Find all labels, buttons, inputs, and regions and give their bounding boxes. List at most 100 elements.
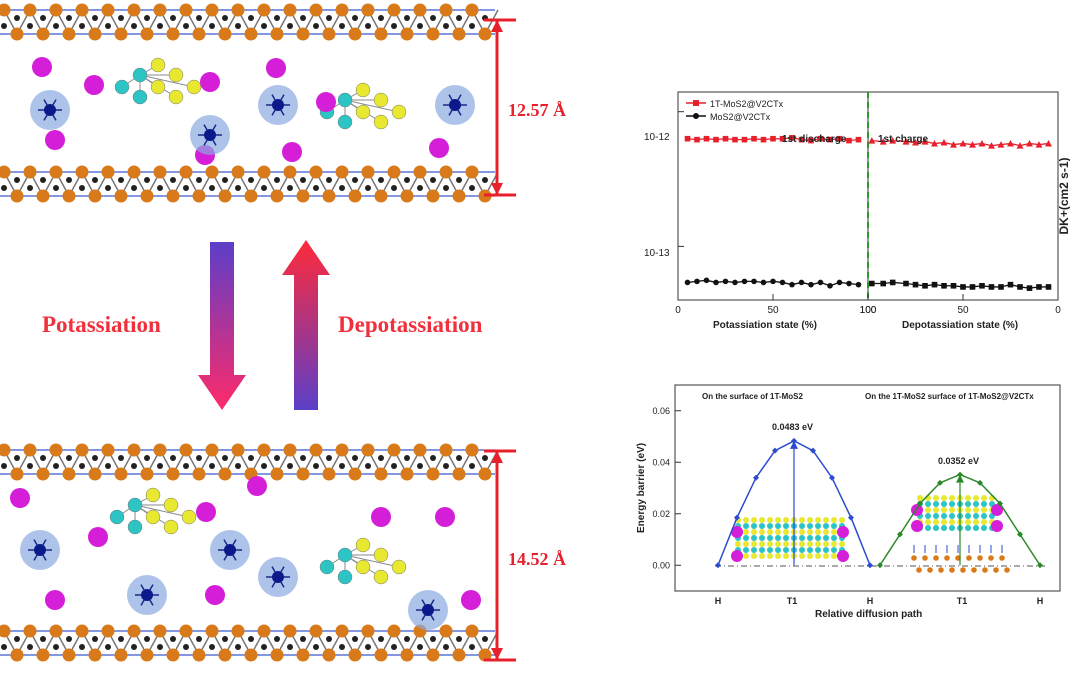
v-atom: [309, 3, 323, 17]
x-tick-label-1-0: 100: [860, 305, 877, 316]
v-atom: [0, 165, 11, 179]
s-atom: [168, 89, 184, 105]
v-atom: [478, 467, 492, 481]
v-atom: [361, 3, 375, 17]
mo-atom: [941, 525, 947, 531]
depotassiation-label: Depotassiation: [338, 312, 483, 337]
c-atom: [66, 455, 72, 461]
solvated-complex-8: [258, 557, 298, 597]
barrier-point-1-2: [917, 500, 923, 507]
data-point-0-0-1: [694, 136, 700, 143]
data-point-1-1-4: [912, 281, 919, 288]
data-point-0-0-12: [798, 136, 805, 143]
v-atom: [439, 165, 453, 179]
mo-atom: [759, 523, 765, 529]
s-atom: [933, 495, 939, 501]
molecule-clusters: [109, 57, 407, 585]
v-atom: [999, 555, 1005, 561]
c-atom: [79, 23, 85, 29]
v-atom: [114, 27, 128, 41]
v-atom: [127, 443, 141, 457]
c-atom: [209, 644, 215, 650]
v-atom: [62, 648, 76, 662]
c-atom: [118, 177, 124, 183]
v-atom: [322, 27, 336, 41]
c-atom: [404, 177, 410, 183]
s-atom: [981, 519, 987, 525]
c-atom: [222, 455, 228, 461]
v-atom: [49, 3, 63, 17]
k-ion-17: [461, 590, 481, 610]
c-atom: [157, 23, 163, 29]
x-tick-label-1-2: 0: [1055, 305, 1061, 316]
v-atom: [452, 189, 466, 203]
s-atom: [186, 79, 202, 95]
v-atom: [949, 567, 955, 573]
barrier-point-1-1: [897, 531, 903, 538]
c-atom: [170, 15, 176, 21]
data-point-1-0-7: [940, 139, 948, 146]
mo-atom: [132, 89, 148, 105]
v-atom: [218, 648, 232, 662]
s-atom: [751, 541, 757, 547]
mo-atom: [132, 67, 148, 83]
v-atom: [23, 624, 37, 638]
data-point-0-0-2: [703, 135, 710, 142]
data-point-1-0-8: [950, 141, 957, 148]
v-atom: [62, 27, 76, 41]
x-tick-label-1: T1: [787, 596, 798, 606]
mo-atom: [973, 501, 979, 507]
v-atom: [283, 3, 297, 17]
v-atom: [478, 27, 492, 41]
v-atom: [10, 467, 24, 481]
c-atom: [287, 23, 293, 29]
k-ion-10: [88, 527, 108, 547]
c-atom: [261, 463, 267, 469]
v-atom: [75, 624, 89, 638]
c-atom: [261, 23, 267, 29]
k-ion-0: [32, 57, 52, 77]
s-atom: [839, 541, 845, 547]
c-atom: [469, 23, 475, 29]
v-atom: [140, 27, 154, 41]
c-atom: [118, 15, 124, 21]
s-atom: [807, 541, 813, 547]
data-point-0-1-4: [722, 278, 729, 285]
barrier-point-1-5: [977, 479, 983, 486]
v-atom: [322, 648, 336, 662]
c-atom: [443, 23, 449, 29]
s-atom: [355, 82, 371, 98]
k-ion-inset-1: [731, 526, 743, 538]
mo-atom: [759, 535, 765, 541]
data-point-1-0-3: [902, 138, 910, 145]
data-point-0-0-6: [741, 136, 748, 143]
v-atom: [971, 567, 977, 573]
barrier-point-0-6: [829, 474, 835, 481]
c-atom: [144, 177, 150, 183]
x-tick-label-0-2: 100: [860, 305, 877, 316]
data-point-1-1-14: [1007, 281, 1014, 288]
mo-atom: [127, 519, 143, 535]
c-atom: [53, 23, 59, 29]
c-atom: [53, 463, 59, 469]
v-atom: [977, 555, 983, 561]
s-atom: [799, 529, 805, 535]
v-atom: [88, 648, 102, 662]
arrow-head: [491, 451, 503, 463]
data-point-0-0-5: [732, 136, 738, 143]
s-atom: [973, 507, 979, 513]
v-atom: [10, 189, 24, 203]
v-atom: [439, 624, 453, 638]
mo-atom: [823, 547, 829, 553]
v-atom: [231, 443, 245, 457]
interlayer-distance-markers: [484, 18, 516, 662]
mo-atom: [775, 523, 781, 529]
v-atom: [296, 27, 310, 41]
data-point-0-1-12: [798, 279, 805, 286]
mo-atom: [965, 513, 971, 519]
s-atom: [965, 519, 971, 525]
c-atom: [131, 644, 137, 650]
mo-atom: [949, 513, 955, 519]
bond-line: [344, 554, 400, 568]
x-tick-label-2: H: [867, 596, 874, 606]
